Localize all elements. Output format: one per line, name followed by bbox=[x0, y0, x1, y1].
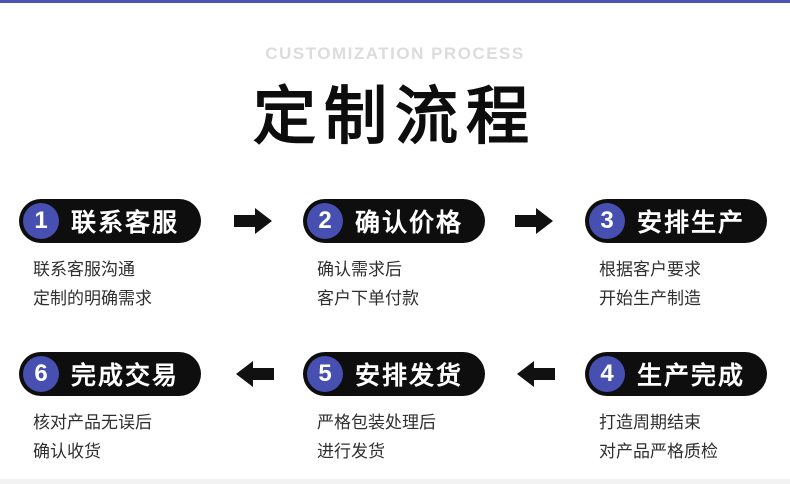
step-label: 安排发货 bbox=[355, 362, 464, 390]
step-number-badge: 2 bbox=[307, 203, 343, 239]
arrow-right-icon bbox=[515, 206, 553, 236]
step-description: 根据客户要求 开始生产制造 bbox=[585, 255, 790, 313]
arrow-left-icon bbox=[236, 359, 274, 389]
step-description: 确认需求后 客户下单付款 bbox=[303, 255, 553, 313]
step-description-line: 对产品严格质检 bbox=[599, 442, 718, 461]
step-description-line: 联系客服沟通 bbox=[33, 260, 135, 279]
step-label: 生产完成 bbox=[637, 362, 746, 390]
step-description: 严格包装处理后 进行发货 bbox=[303, 408, 553, 466]
process-step-2: 2 确认价格 确认需求后 客户下单付款 bbox=[303, 199, 553, 313]
step-pill: 6 完成交易 bbox=[19, 352, 202, 396]
page-title: 定制流程 bbox=[253, 82, 537, 152]
step-pill: 1 联系客服 bbox=[19, 199, 202, 243]
step-pill: 4 生产完成 bbox=[585, 352, 768, 396]
step-description-line: 确认需求后 bbox=[317, 260, 402, 279]
step-number-badge: 4 bbox=[589, 356, 625, 392]
step-description-line: 开始生产制造 bbox=[599, 289, 701, 308]
step-pill: 2 确认价格 bbox=[303, 199, 486, 243]
step-description-line: 根据客户要求 bbox=[599, 260, 701, 279]
step-pill: 5 安排发货 bbox=[303, 352, 486, 396]
process-step-3: 3 安排生产 根据客户要求 开始生产制造 bbox=[585, 199, 790, 313]
process-step-4: 4 生产完成 打造周期结束 对产品严格质检 bbox=[585, 352, 790, 466]
step-pill: 3 安排生产 bbox=[585, 199, 768, 243]
step-label: 确认价格 bbox=[355, 209, 464, 237]
step-label: 联系客服 bbox=[71, 209, 180, 237]
arrow-right-icon bbox=[234, 206, 272, 236]
step-number-badge: 1 bbox=[23, 203, 59, 239]
step-number-badge: 5 bbox=[307, 356, 343, 392]
step-description-line: 打造周期结束 bbox=[599, 413, 701, 432]
top-accent-bar bbox=[0, 0, 790, 3]
process-step-6: 6 完成交易 核对产品无误后 确认收货 bbox=[19, 352, 269, 466]
step-description-line: 客户下单付款 bbox=[317, 289, 419, 308]
arrow-left-icon bbox=[517, 359, 555, 389]
step-label: 安排生产 bbox=[637, 209, 746, 237]
process-step-1: 1 联系客服 联系客服沟通 定制的明确需求 bbox=[19, 199, 269, 313]
step-description: 核对产品无误后 确认收货 bbox=[19, 408, 269, 466]
section-subtitle: CUSTOMIZATION PROCESS bbox=[265, 44, 525, 63]
step-description-line: 严格包装处理后 bbox=[317, 413, 436, 432]
process-step-5: 5 安排发货 严格包装处理后 进行发货 bbox=[303, 352, 553, 466]
step-number-badge: 6 bbox=[23, 356, 59, 392]
step-number-badge: 3 bbox=[589, 203, 625, 239]
step-description: 联系客服沟通 定制的明确需求 bbox=[19, 255, 269, 313]
step-description: 打造周期结束 对产品严格质检 bbox=[585, 408, 790, 466]
step-description-line: 确认收货 bbox=[33, 442, 101, 461]
step-label: 完成交易 bbox=[71, 362, 180, 390]
step-description-line: 进行发货 bbox=[317, 442, 385, 461]
step-description-line: 核对产品无误后 bbox=[33, 413, 152, 432]
step-description-line: 定制的明确需求 bbox=[33, 289, 152, 308]
bottom-section-divider bbox=[0, 479, 790, 484]
